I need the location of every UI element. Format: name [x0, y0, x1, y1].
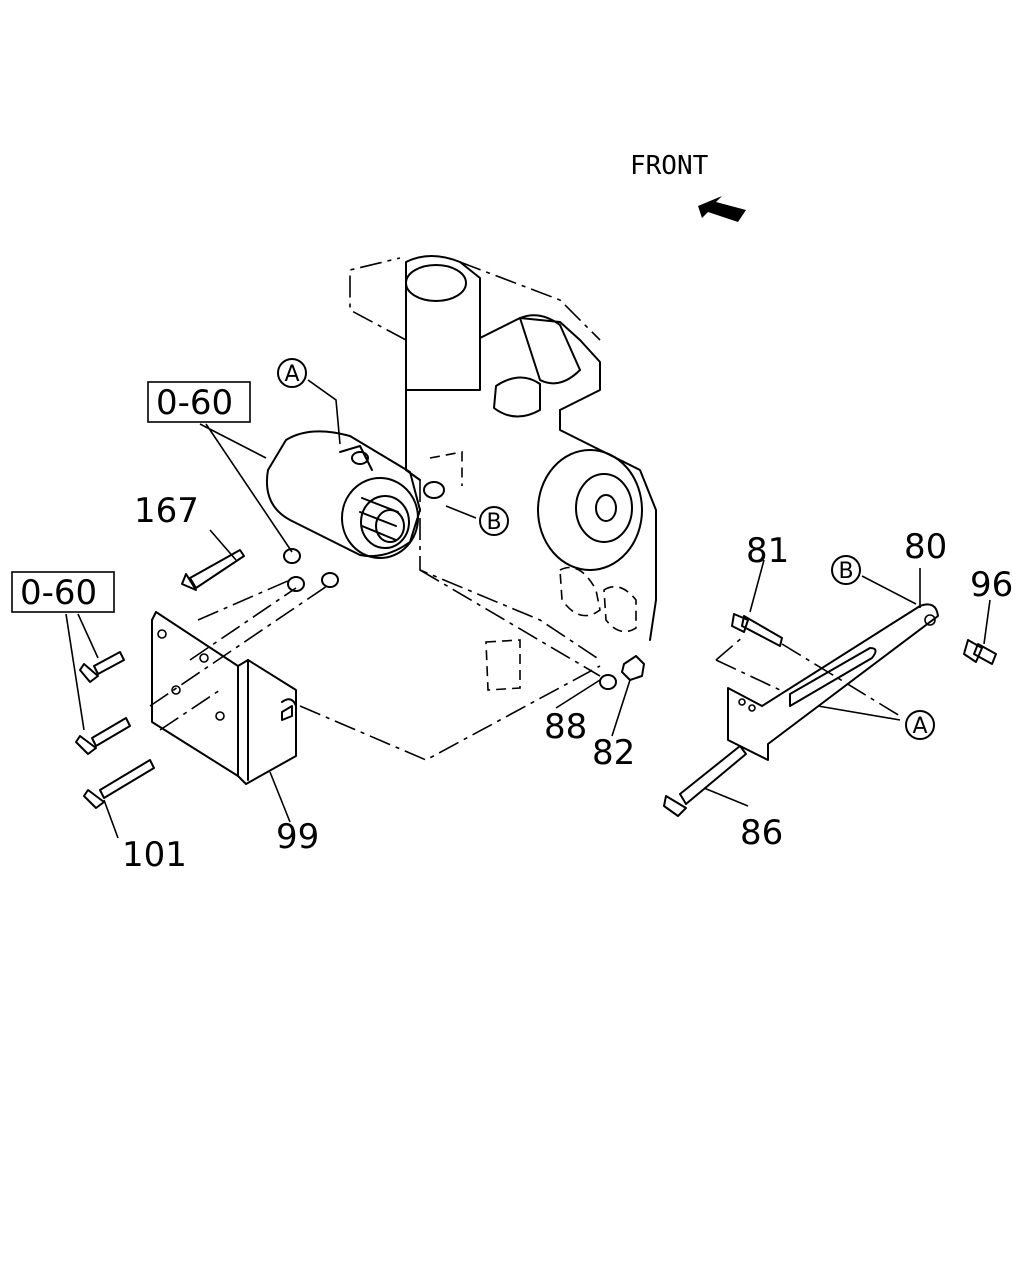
part-number-81: 81	[746, 531, 789, 571]
ref-a-circle-right	[905, 710, 935, 740]
nut-82	[621, 655, 645, 681]
engine-block	[349, 255, 657, 691]
ref-b-label-left: B	[486, 510, 501, 535]
bolt-96	[963, 639, 997, 665]
part-number-96: 96	[970, 565, 1013, 605]
ref-a-label-right: A	[912, 714, 927, 739]
assembly-lines	[149, 569, 901, 761]
group-label-lower: 0-60	[20, 573, 97, 613]
group-label-upper: 0-60	[156, 383, 233, 423]
washer	[423, 481, 445, 499]
part-number-167: 167	[134, 491, 199, 531]
washer-gen-1	[283, 548, 301, 564]
washer-88	[599, 674, 617, 690]
part-number-80: 80	[904, 527, 947, 567]
ref-b-circle-left	[479, 506, 509, 536]
generator	[266, 430, 421, 559]
ref-a-label-left: A	[284, 362, 299, 387]
bolt-81	[731, 613, 783, 647]
part-number-86: 86	[740, 813, 783, 853]
washer-gen-3	[321, 572, 339, 588]
bolt-86	[663, 745, 747, 817]
group-box-upper	[147, 381, 251, 423]
part-number-88: 88	[544, 707, 587, 747]
part-number-82: 82	[592, 733, 635, 773]
ref-b-circle-right	[831, 555, 861, 585]
ref-b-label-right: B	[838, 559, 853, 584]
part-number-101: 101	[122, 835, 187, 875]
part-number-99: 99	[276, 817, 319, 857]
bolt-167	[181, 549, 245, 591]
bracket	[727, 603, 939, 761]
leader-lines	[65, 379, 991, 839]
ref-a-circle-left	[277, 358, 307, 388]
bolt-lower	[75, 717, 131, 755]
group-box-lower	[11, 571, 115, 613]
washer-gen-2	[287, 576, 305, 592]
bolt-101	[83, 759, 155, 809]
front-label: FRONT	[630, 151, 709, 181]
front-arrow-icon	[698, 196, 746, 222]
bolt-upper	[79, 651, 125, 683]
